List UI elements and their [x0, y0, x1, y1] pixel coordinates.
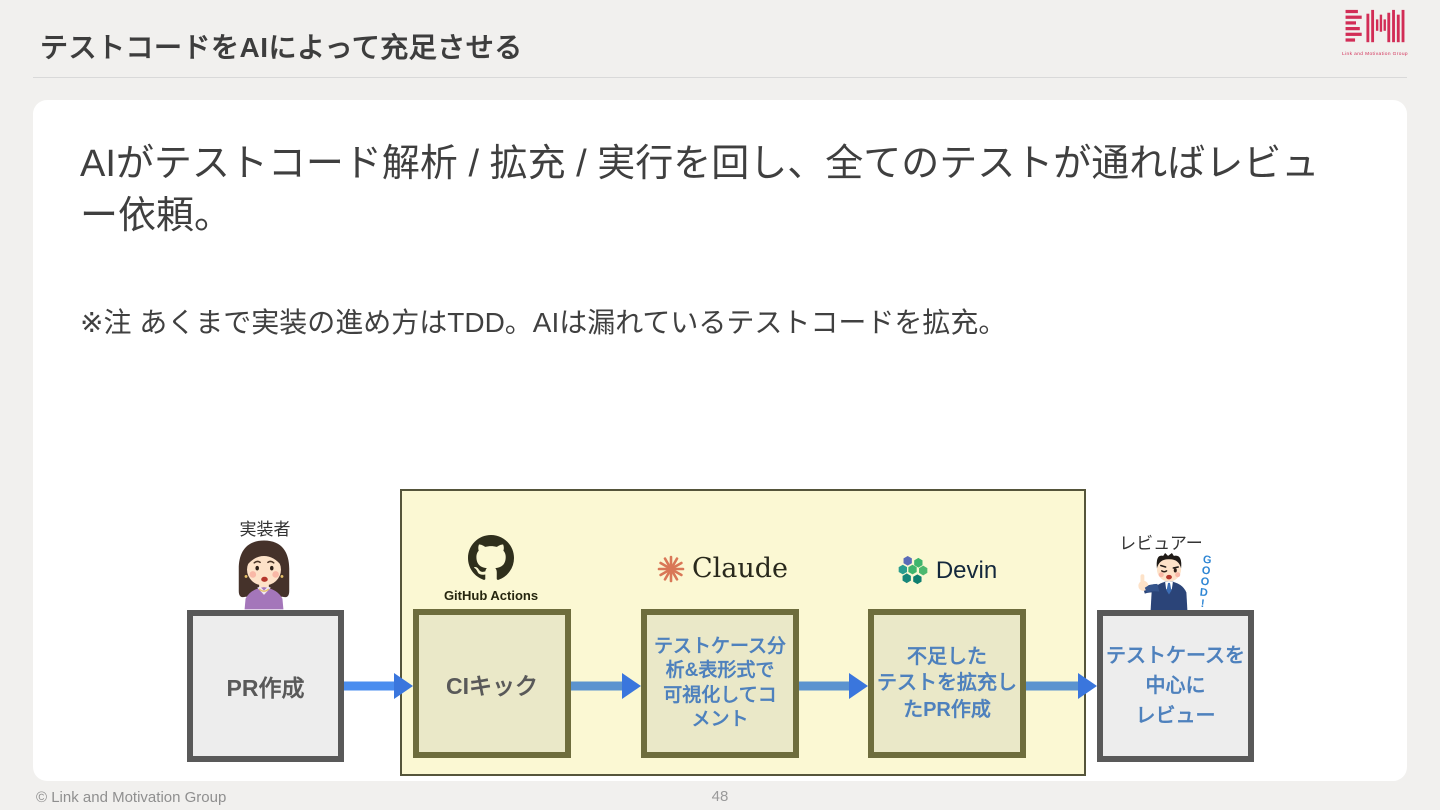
claude-wordmark: Claude: [691, 553, 789, 584]
step-ci-kick: CIキック: [413, 609, 571, 758]
implementer-illustration: [231, 537, 297, 615]
step-pr-create: PR作成: [187, 610, 344, 762]
github-octocat-icon: [468, 535, 514, 580]
github-actions-label: GitHub Actions: [443, 588, 539, 603]
lm-logo-caption: Link and Motivation Group: [1342, 52, 1408, 57]
reviewer-label: レビュアー: [1119, 534, 1203, 553]
step-testcase-analysis-label: テストケース分 析&表形式で 可視化してコ メント: [653, 635, 787, 730]
step-pr-create-label: PR作成: [226, 675, 305, 701]
flow-arrow-1: [344, 672, 413, 700]
note-text: ※注 あくまで実装の進め方はTDD。AIは漏れているテストコードを拡充。: [80, 307, 1007, 338]
step-expand-tests-pr: 不足した テストを拡充し たPR作成: [868, 609, 1026, 758]
reviewer-illustration: [1138, 552, 1200, 615]
devin-logo: Devin: [885, 555, 1010, 586]
flow-arrow-4: [1026, 672, 1097, 700]
step-ci-kick-label: CIキック: [446, 672, 538, 699]
step-review-testcases: テストケースを 中心に レビュー: [1097, 610, 1254, 762]
page-title: テストコードをAIによって充足させる: [40, 32, 523, 63]
footer-copyright: © Link and Motivation Group: [36, 789, 227, 806]
lm-logo: Link and Motivation Group: [1338, 8, 1412, 57]
page-number: 48: [711, 788, 729, 805]
step-expand-tests-pr-label: 不足した テストを拡充し たPR作成: [877, 645, 1017, 721]
flow-arrow-3: [799, 672, 868, 700]
implementer-label: 実装者: [239, 520, 291, 539]
github-actions-logo: GitHub Actions: [431, 535, 551, 603]
claude-starburst-icon: [657, 555, 685, 582]
step-testcase-analysis: テストケース分 析&表形式で 可視化してコ メント: [641, 609, 799, 758]
lm-logo-mark: [1345, 9, 1405, 43]
main-heading: AIがテストコード解析 / 拡充 / 実行を回し、全てのテストが通ればレビュ ー…: [80, 143, 1320, 238]
claude-logo: Claude: [652, 553, 792, 584]
header-divider: [33, 77, 1407, 78]
flow-arrow-2: [571, 672, 641, 700]
devin-hexagons-icon: [898, 555, 928, 585]
step-review-testcases-label: テストケースを 中心に レビュー: [1106, 645, 1245, 727]
devin-wordmark: Devin: [935, 556, 998, 584]
